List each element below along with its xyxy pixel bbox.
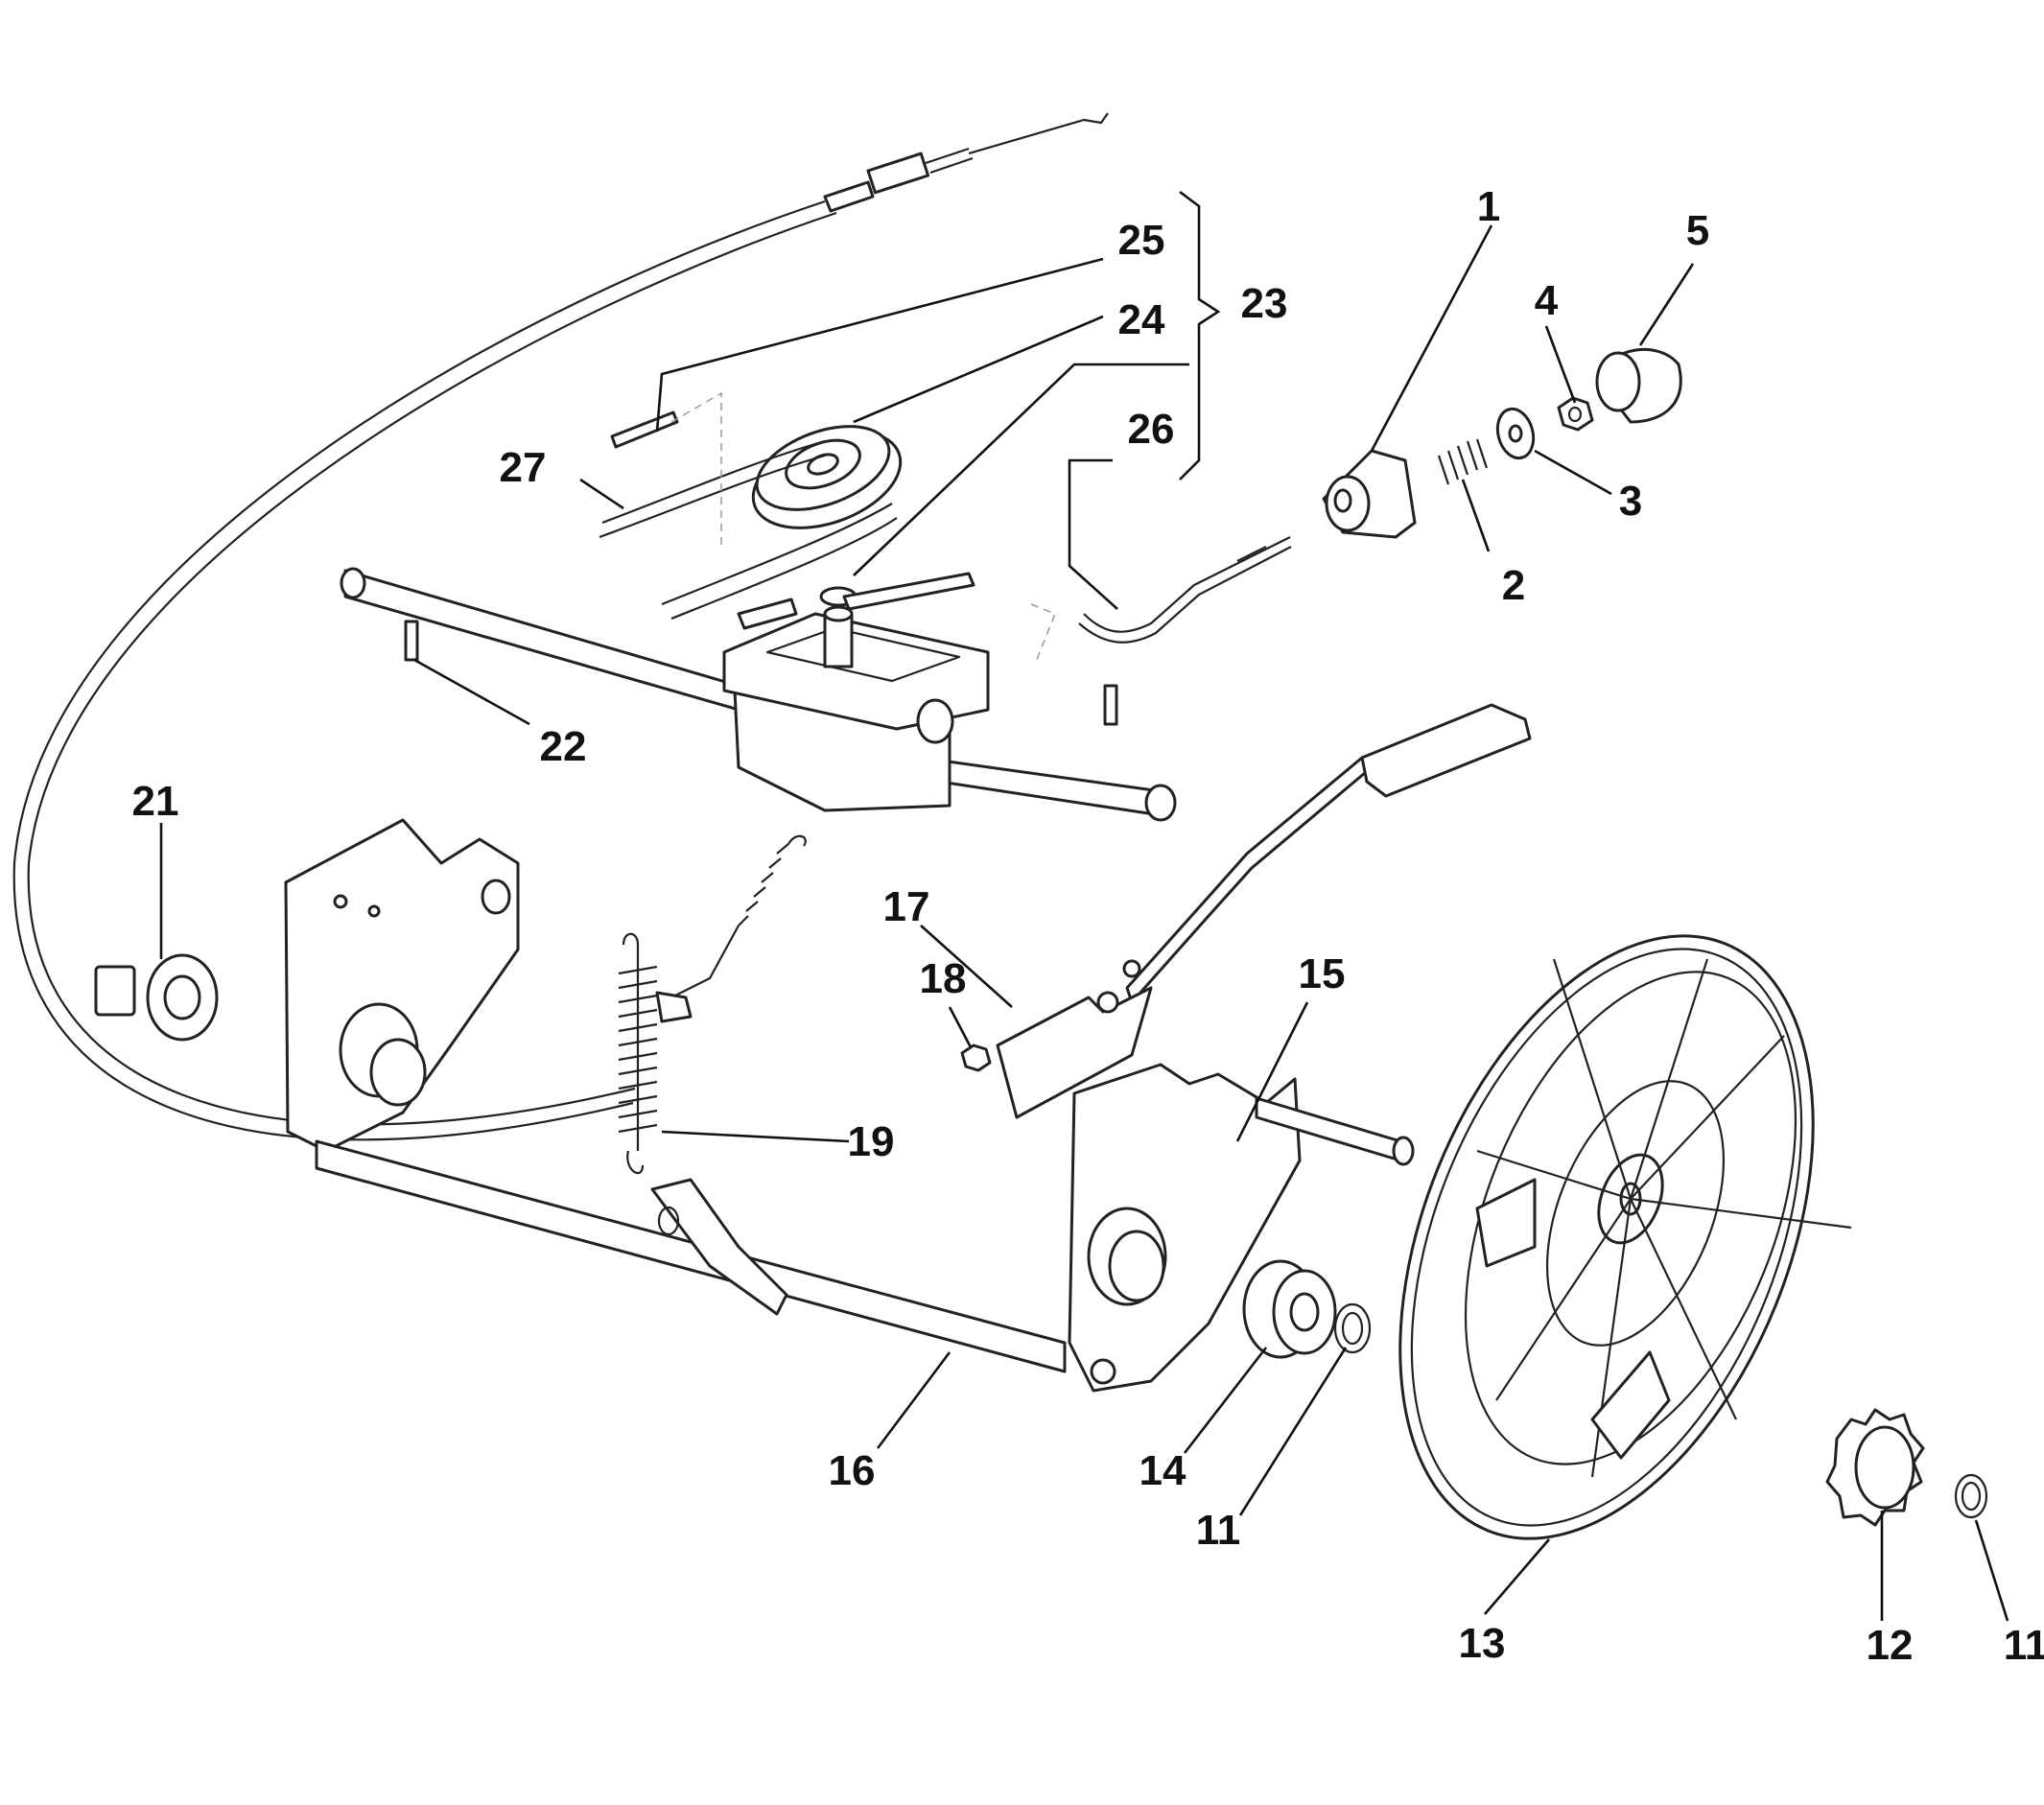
label-part-27: 27 <box>500 444 547 491</box>
part-labels: 1 2 3 4 5 11 11 12 13 14 15 16 17 18 19 … <box>132 183 2044 1669</box>
label-part-17: 17 <box>883 883 930 930</box>
part-11-circlip-a <box>1333 1302 1372 1354</box>
right-side-plate <box>1068 1063 1415 1393</box>
label-part-26: 26 <box>1128 406 1175 453</box>
label-part-11-a: 11 <box>1196 1507 1241 1554</box>
label-part-21: 21 <box>132 778 179 825</box>
part-16-shaft <box>315 1139 1067 1373</box>
leader-lines <box>159 190 2009 1622</box>
part-24-pulley <box>751 425 903 529</box>
part-18-nut <box>960 1043 992 1072</box>
part-14-bearing <box>1242 1259 1337 1359</box>
part-3-washer <box>1495 407 1536 460</box>
label-part-24: 24 <box>1118 296 1165 343</box>
label-part-25: 25 <box>1118 217 1165 264</box>
upper-spring <box>655 834 807 1023</box>
part-22-pins <box>404 620 1118 726</box>
part-11-circlip-b <box>1954 1473 1988 1519</box>
part-17-lever <box>996 703 1532 1119</box>
part-19-spring <box>618 932 658 1175</box>
part-4-nut <box>1557 396 1594 432</box>
label-part-5: 5 <box>1686 207 1709 254</box>
part-25-pin <box>610 410 679 449</box>
left-side-plate <box>284 818 520 1153</box>
label-part-4: 4 <box>1535 277 1559 324</box>
part-2-spring <box>1437 438 1489 485</box>
label-part-16: 16 <box>829 1447 876 1494</box>
label-part-12: 12 <box>1867 1622 1914 1669</box>
label-part-19: 19 <box>848 1118 895 1165</box>
label-part-22: 22 <box>540 723 587 770</box>
part-21-pinion-bushing <box>94 953 219 1042</box>
part-12-pinion <box>1825 1408 1925 1527</box>
label-part-18: 18 <box>920 955 967 1002</box>
label-part-11-b: 11 <box>2004 1622 2044 1669</box>
label-part-15: 15 <box>1299 950 1346 997</box>
part-23-gearbox <box>340 567 1177 822</box>
label-part-14: 14 <box>1139 1447 1186 1494</box>
part-13-wheel <box>1398 934 1852 1540</box>
part-5-cap <box>1595 348 1682 424</box>
label-part-2: 2 <box>1502 562 1525 609</box>
label-part-23: 23 <box>1241 280 1288 327</box>
label-part-3: 3 <box>1619 478 1642 525</box>
label-part-1: 1 <box>1477 183 1500 230</box>
part-1-bushing <box>1322 449 1417 539</box>
part-26-rod <box>1078 536 1292 644</box>
label-part-13: 13 <box>1459 1620 1506 1667</box>
